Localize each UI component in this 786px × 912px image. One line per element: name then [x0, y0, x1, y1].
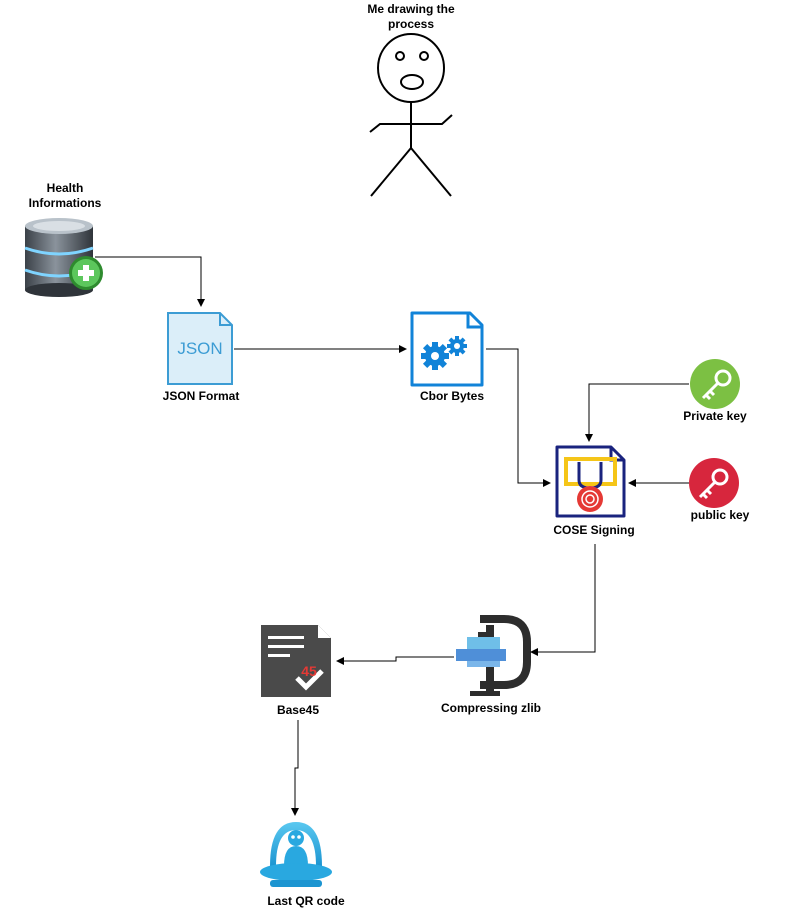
stick-figure-left-eye — [395, 51, 405, 61]
stick-figure-arms — [369, 114, 453, 133]
stick-figure-mouth — [400, 74, 424, 90]
connector-private-key-to-cose — [585, 383, 689, 442]
public-key-icon — [689, 458, 739, 508]
base45-document-icon — [261, 625, 331, 697]
json-badge-text: JSON — [177, 339, 223, 358]
gear-large-icon — [421, 342, 449, 370]
gears-file-icon — [410, 311, 484, 387]
connector-cbor-to-cose — [486, 348, 551, 487]
database-plus-icon — [24, 218, 103, 297]
label-health-informations: Health Informations — [28, 181, 102, 210]
clamp-icon — [456, 615, 531, 696]
label-public-key: public key — [690, 508, 750, 522]
label-last-qr-code: Last QR code — [267, 894, 345, 908]
label-base45: Base45 — [276, 703, 320, 717]
connector-health-to-json — [95, 256, 205, 307]
label-private-key: Private key — [683, 409, 747, 423]
ufo-icon — [260, 822, 332, 887]
stick-figure-right-leg — [410, 147, 452, 197]
gear-small-icon — [447, 336, 467, 356]
signed-document-icon — [555, 445, 626, 518]
stick-figure-left-leg — [370, 147, 412, 197]
label-me-drawing: Me drawing the process — [367, 2, 455, 31]
stick-figure-head — [377, 33, 445, 103]
plus-badge-icon — [69, 256, 103, 290]
json-file-icon — [167, 312, 233, 385]
label-cbor-bytes: Cbor Bytes — [419, 389, 484, 403]
connector-base45-to-qr — [291, 720, 299, 816]
connectors — [95, 256, 689, 816]
base45-badge-text: 45 — [301, 663, 317, 679]
label-compressing-zlib: Compressing zlib — [440, 701, 541, 715]
stick-figure-right-eye — [419, 51, 429, 61]
label-cose-signing: COSE Signing — [553, 523, 635, 537]
connector-zlib-to-base45 — [336, 656, 454, 665]
stick-figure — [369, 33, 453, 197]
private-key-icon — [690, 359, 740, 409]
label-json-format: JSON Format — [162, 389, 240, 403]
connector-cose-to-zlib — [530, 544, 596, 656]
